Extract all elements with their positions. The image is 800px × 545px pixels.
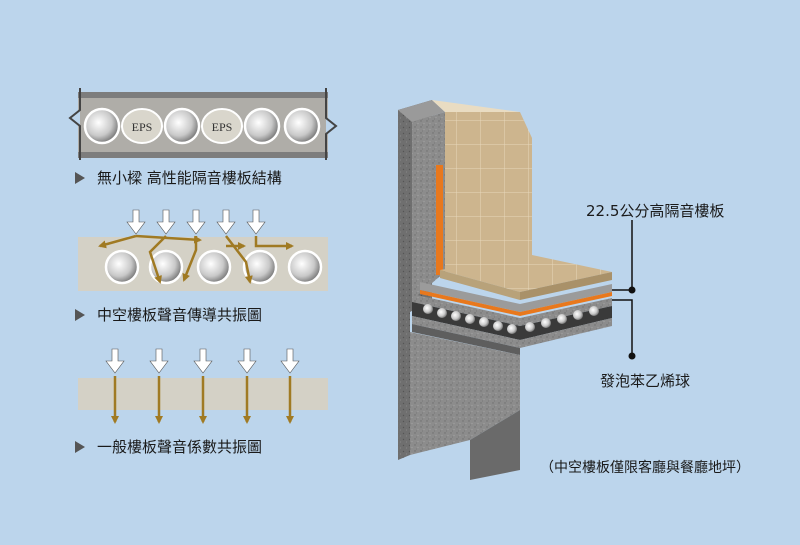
impact-arrow bbox=[105, 348, 125, 374]
callout-dot-thickness bbox=[628, 286, 636, 294]
insulation-strip bbox=[436, 165, 443, 275]
sound-path bbox=[135, 234, 202, 244]
foam-ball bbox=[493, 321, 503, 331]
tile-wall-top bbox=[432, 100, 520, 112]
hollow-slab-diagram bbox=[78, 209, 328, 291]
sound-path bbox=[225, 235, 253, 284]
sound-path bbox=[254, 236, 294, 250]
foam-ball bbox=[589, 306, 599, 316]
sound-path bbox=[182, 236, 198, 282]
foam-ball bbox=[437, 308, 447, 318]
foam-ball bbox=[423, 304, 433, 314]
wall-top bbox=[398, 100, 445, 122]
eps-slab-top-edge bbox=[78, 92, 328, 98]
floor-section-3d bbox=[398, 100, 636, 480]
eps-slab-diagram: EPS EPS bbox=[68, 88, 338, 160]
bullet-triangle-icon bbox=[75, 308, 85, 321]
foam-ball bbox=[196, 249, 232, 285]
eps-slab-bottom-edge bbox=[78, 152, 328, 158]
impact-arrow bbox=[156, 209, 176, 235]
impact-arrow bbox=[193, 348, 213, 374]
foam-ball bbox=[163, 107, 201, 145]
foam-ball bbox=[507, 324, 517, 334]
callout-leader-foam bbox=[612, 299, 633, 356]
wall-lower bbox=[410, 332, 520, 455]
caption-normal-text: 一般樓板聲音係數共振圖 bbox=[97, 438, 263, 456]
impact-arrows bbox=[105, 348, 300, 374]
normal-slab-diagram bbox=[78, 348, 328, 424]
caption-structure-text: 無小樑 高性能隔音樓板結構 bbox=[97, 169, 282, 187]
impact-arrows bbox=[126, 209, 266, 235]
callout-thickness: 22.5公分高隔音樓板 bbox=[586, 202, 725, 220]
note-text: （中空樓板僅限客廳與餐廳地坪） bbox=[540, 460, 750, 476]
orange-layer bbox=[420, 290, 612, 316]
impact-arrow bbox=[280, 348, 300, 374]
eps-label: EPS bbox=[132, 120, 153, 134]
slab-bottom-layer bbox=[412, 316, 612, 348]
tile-floor-edge bbox=[440, 270, 520, 300]
eps-block bbox=[201, 108, 243, 144]
bullet-triangle-icon bbox=[75, 440, 85, 453]
foam-ball bbox=[242, 249, 278, 285]
sound-paths bbox=[98, 234, 294, 284]
foam-ball bbox=[243, 107, 281, 145]
foam-ball bbox=[283, 107, 321, 145]
foam-ball-row bbox=[423, 304, 599, 334]
tile-wall bbox=[445, 112, 532, 272]
impact-arrow bbox=[216, 209, 236, 235]
foam-ball bbox=[541, 318, 551, 328]
foam-ball bbox=[525, 322, 535, 332]
foam-ball bbox=[83, 107, 121, 145]
foam-ball bbox=[104, 249, 140, 285]
break-mark-left bbox=[68, 88, 81, 160]
screed-layer bbox=[420, 282, 612, 312]
foam-ball bbox=[557, 314, 567, 324]
caption-structure: 無小樑 高性能隔音樓板結構 bbox=[75, 167, 282, 188]
sound-path bbox=[98, 234, 137, 249]
foam-ball bbox=[465, 314, 475, 324]
callout-dot-foam bbox=[628, 352, 636, 360]
wall-lower-shadow bbox=[470, 410, 520, 480]
callout-foam: 發泡苯乙烯球 bbox=[600, 372, 691, 390]
slab-underside bbox=[412, 324, 520, 355]
tile-floor-side bbox=[520, 272, 612, 300]
impact-arrow bbox=[126, 209, 146, 235]
callout-leader-thickness bbox=[612, 220, 633, 291]
slab-top-layer bbox=[412, 294, 612, 326]
impact-arrow bbox=[237, 348, 257, 374]
sound-paths bbox=[111, 376, 294, 424]
break-mark-right bbox=[325, 88, 338, 160]
impact-arrow bbox=[246, 209, 266, 235]
sound-path bbox=[148, 235, 167, 284]
bullet-triangle-icon bbox=[75, 171, 85, 184]
foam-ball bbox=[451, 311, 461, 321]
caption-normal: 一般樓板聲音係數共振圖 bbox=[75, 436, 262, 457]
impact-arrow bbox=[186, 209, 206, 235]
eps-block bbox=[121, 108, 163, 144]
tile-floor bbox=[440, 255, 612, 292]
caption-hollow: 中空樓板聲音傳導共振圖 bbox=[75, 304, 262, 325]
foam-ball bbox=[287, 249, 323, 285]
eps-label: EPS bbox=[212, 120, 233, 134]
foam-ball bbox=[479, 317, 489, 327]
foam-ball bbox=[573, 310, 583, 320]
caption-hollow-text: 中空樓板聲音傳導共振圖 bbox=[97, 306, 263, 324]
impact-arrow bbox=[149, 348, 169, 374]
